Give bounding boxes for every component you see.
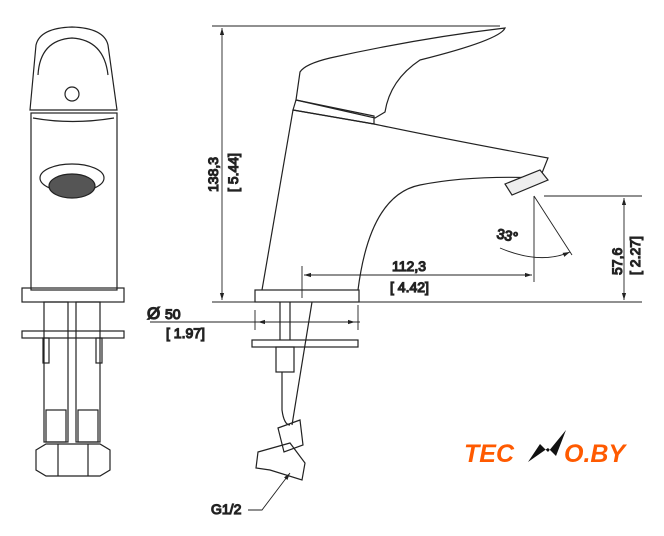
side-body-spout [261, 109, 549, 291]
diameter-mm-label: 50 [165, 306, 181, 322]
diameter-in-label: [ 1.97] [166, 325, 205, 341]
dimension-lines [150, 25, 642, 511]
front-view [21, 26, 125, 477]
thread-label: G1/2 [211, 501, 242, 517]
height-in-label: [ 5.44] [225, 153, 241, 192]
height-mm-label: 138,3 [205, 157, 221, 192]
front-handle-indicator-icon [64, 86, 80, 102]
side-hex-nut [255, 442, 306, 481]
front-base-plate [21, 287, 125, 303]
spout-reach-mm-label: 112,3 [392, 258, 426, 274]
front-handle [29, 26, 118, 111]
aerator [48, 173, 96, 199]
logo-lightning-icon [528, 430, 566, 462]
spout-height-in-label: [ 2.27] [627, 236, 643, 275]
spout-height-mm-label: 57,6 [609, 248, 625, 275]
logo-text-right: O.BY [564, 440, 627, 468]
spout-reach-in-label: [ 4.42] [390, 279, 429, 295]
side-view [251, 27, 549, 481]
front-body [30, 112, 118, 291]
side-handle [295, 27, 506, 119]
front-hex-nut [35, 443, 111, 477]
front-mount-plate [21, 330, 125, 339]
diameter-symbol: Ø [147, 304, 160, 323]
side-base-plate [254, 289, 360, 303]
logo-text-left: TEC [464, 440, 515, 468]
angle-label: 33° [495, 225, 519, 245]
tecno-logo: TEC O.BY [464, 430, 627, 468]
